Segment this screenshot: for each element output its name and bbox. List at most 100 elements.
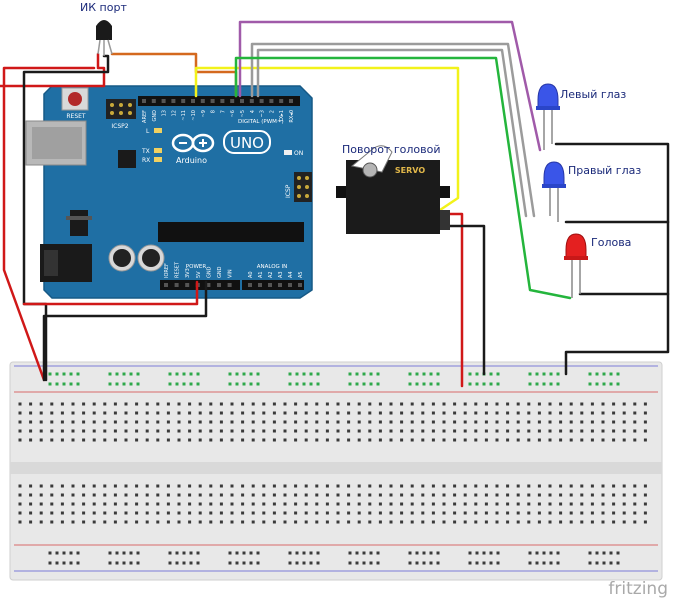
rail-hole — [242, 382, 246, 386]
arduino-name: Arduino — [176, 156, 207, 165]
rail-hole — [108, 372, 112, 376]
breadboard-hole — [304, 520, 308, 524]
breadboard-hole — [400, 493, 404, 497]
rail-hole — [242, 372, 246, 376]
digital-pin — [220, 99, 225, 103]
breadboard-hole — [442, 438, 446, 442]
breadboard-hole — [347, 511, 351, 515]
breadboard-hole — [527, 520, 531, 524]
breadboard-hole — [643, 438, 647, 442]
breadboard-hole — [400, 429, 404, 433]
rail-hole — [489, 551, 493, 555]
digital-pin — [210, 99, 215, 103]
breadboard-hole — [410, 429, 414, 433]
breadboard-hole — [580, 502, 584, 506]
digital-pin — [171, 99, 176, 103]
breadboard-hole — [198, 502, 202, 506]
breadboard-hole — [145, 511, 149, 515]
breadboard-hole — [29, 411, 33, 415]
wire-5v-rail — [22, 280, 199, 306]
breadboard-hole — [241, 493, 245, 497]
breadboard-hole — [283, 511, 287, 515]
rail-hole — [355, 382, 359, 386]
breadboard-hole — [378, 520, 382, 524]
breadboard-hole — [325, 484, 329, 488]
breadboard-hole — [325, 429, 329, 433]
rail-hole — [235, 382, 239, 386]
rail-hole — [475, 561, 479, 565]
breadboard-hole — [219, 493, 223, 497]
breadboard-hole — [315, 411, 319, 415]
breadboard-hole — [336, 429, 340, 433]
breadboard-hole — [421, 402, 425, 406]
breadboard-hole — [251, 429, 255, 433]
breadboard-hole — [410, 511, 414, 515]
rail-hole — [182, 561, 186, 565]
breadboard-hole — [506, 502, 510, 506]
breadboard-hole — [347, 520, 351, 524]
rail-hole — [408, 561, 412, 565]
breadboard-hole — [336, 402, 340, 406]
breadboard-hole — [198, 411, 202, 415]
breadboard-hole — [484, 484, 488, 488]
servo: SERVO — [336, 145, 450, 234]
breadboard-hole — [474, 511, 478, 515]
rail-hole — [249, 372, 253, 376]
breadboard-hole — [601, 502, 605, 506]
breadboard-hole — [537, 484, 541, 488]
breadboard-hole — [304, 411, 308, 415]
power-header — [160, 280, 240, 290]
breadboard-hole — [368, 411, 372, 415]
breadboard-hole — [643, 511, 647, 515]
rail-hole — [595, 561, 599, 565]
rail-hole — [496, 372, 500, 376]
breadboard-hole — [559, 402, 563, 406]
rail-hole — [168, 372, 172, 376]
breadboard-hole — [421, 511, 425, 515]
breadboard-hole — [548, 420, 552, 424]
breadboard-hole — [219, 420, 223, 424]
rail-hole — [348, 382, 352, 386]
rail-hole — [415, 382, 419, 386]
breadboard-hole — [18, 429, 22, 433]
breadboard-hole — [516, 420, 520, 424]
breadboard-hole — [484, 420, 488, 424]
breadboard-hole — [50, 520, 54, 524]
breadboard-hole — [92, 402, 96, 406]
digital-pin-label: ~5 — [240, 110, 246, 117]
digital-pin-label: 7 — [220, 110, 226, 113]
breadboard-hole — [241, 411, 245, 415]
rail-hole — [295, 372, 299, 376]
breadboard-hole — [548, 402, 552, 406]
rail-hole — [302, 382, 306, 386]
breadboard-hole — [378, 438, 382, 442]
rail-hole — [122, 561, 126, 565]
breadboard-hole — [39, 484, 43, 488]
digital-pin-label: ~6 — [230, 110, 236, 117]
rail-hole — [355, 372, 359, 376]
breadboard-hole — [400, 411, 404, 415]
breadboard-hole — [145, 520, 149, 524]
breadboard-hole — [241, 511, 245, 515]
breadboard-hole — [559, 420, 563, 424]
breadboard-hole — [431, 493, 435, 497]
rail-hole — [429, 382, 433, 386]
breadboard-hole — [336, 493, 340, 497]
breadboard-hole — [39, 493, 43, 497]
breadboard-hole — [29, 493, 33, 497]
rail-hole — [316, 561, 320, 565]
bottom-pin — [206, 283, 211, 287]
breadboard-hole — [559, 429, 563, 433]
breadboard-hole — [294, 411, 298, 415]
breadboard-hole — [177, 520, 181, 524]
rail-hole — [616, 372, 620, 376]
breadboard-hole — [612, 429, 616, 433]
rail-hole — [309, 561, 313, 565]
breadboard-hole — [336, 420, 340, 424]
rail-hole — [55, 372, 59, 376]
breadboard-hole — [272, 493, 276, 497]
breadboard-hole — [71, 511, 75, 515]
breadboard-hole — [580, 420, 584, 424]
rail-hole — [189, 382, 193, 386]
breadboard-hole — [156, 511, 160, 515]
